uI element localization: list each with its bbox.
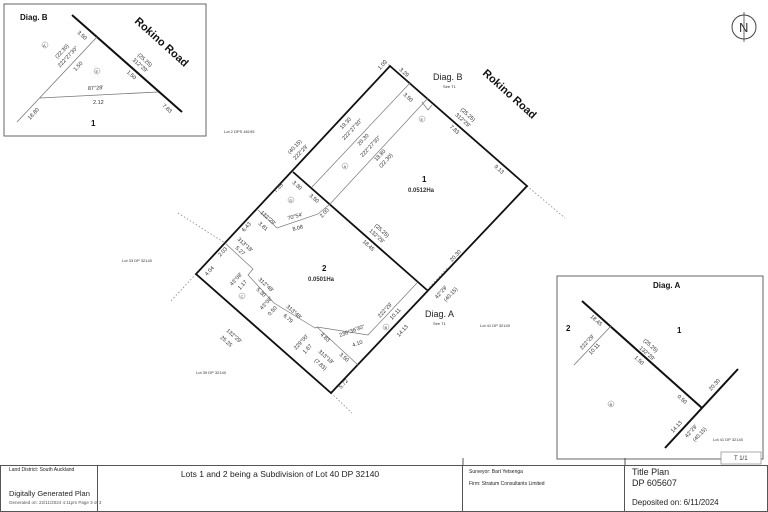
adjacent-lot: Lot 2 DPS 46195 [224,129,255,134]
dimension: 5.30 [255,287,267,299]
adjacent-lot: Lot 41 DP 32140 [713,437,744,442]
dimension: 7.83 [448,124,460,136]
lot-1-area: 0.0512Ha [408,188,435,194]
surveyor: Surveyor: Bart Yetsenga [469,469,523,475]
diag-b-title: Diag. B [20,13,48,22]
dimension: 18.45 [589,314,603,328]
generated-on: Generated on: 22/11/2024 4:11pm Page 3 o… [9,500,102,505]
dimension: 1.50 [73,61,85,73]
easement-label: D [290,198,293,203]
easement-label: E [421,117,424,122]
easement-label: C [241,294,244,299]
lot-2-area: 0.0501Ha [308,277,335,283]
dimension: 6.79 [282,313,294,325]
dimension: 5.72 [338,378,350,390]
adjacent-lot: Lot 33 DP 32140 [122,258,153,263]
adjacent-lot: Lot 39 DP 32140 [196,370,227,375]
survey-plan-drawing: Diag. B Rokino Road 3.50 (22.30) 222°27'… [3,3,764,465]
diag-b-inset: Diag. B Rokino Road 3.50 (22.30) 222°27'… [3,3,207,137]
dimension: 18.45 [361,239,375,253]
diag-a-inset: Diag. A 1 2 18.45 222°29' 10.11 (25.25) … [556,275,764,460]
dimension: 10.11 [588,343,601,357]
diag-b-see-note: See T1 [443,84,457,89]
plan-number: DP 605607 [632,478,677,488]
dimension: 4.04 [204,265,216,277]
dimension: 0.50 [676,394,688,406]
generated-title: Digitally Generated Plan [9,489,90,498]
plan-description: Lots 1 and 2 being a Subdivision of Lot … [180,469,380,479]
dimension: 1.67 [302,343,314,355]
dimension: 3.50 [402,92,414,104]
dimension: 20.30 [708,378,722,392]
dimension: 236°36'30" [339,324,366,339]
easement-markers: A B C D E [238,115,426,331]
dimension: 2.12 [93,100,104,106]
north-arrow-icon: N [731,12,757,42]
firm: Firm: Stratum Consultants Limited [469,481,545,487]
dimension: 7.35 [273,182,285,194]
dimension: 3.50 [76,30,88,42]
road-name: Rokino Road [480,67,538,121]
adjacent-lot: Lot 41 DP 32140 [480,323,511,328]
diag-b-reference: Diag. B [433,72,463,82]
dimension: 0.50 [267,305,279,317]
dimension: 14.13 [670,420,684,434]
lot-number: 1 [677,326,682,335]
easement-label: A [43,43,46,48]
dimension: 3.50 [308,193,320,205]
deposited-date: Deposited on: 6/11/2024 [632,498,719,507]
dimension: 1.50 [125,70,137,82]
main-plan: Rokino Road Diag. B See T1 Diag. A See T… [122,59,566,414]
easement-label: A [344,164,347,169]
dimension: 6.43 [241,221,253,233]
dimension: 1.00 [377,59,389,71]
dimension-labels: 1.00 3.29 19.30 222°27'30" 20.30 222°27'… [204,59,505,390]
diag-a-reference: Diag. A [425,309,454,319]
sheet-reference: T 1/1 [734,456,748,462]
dimension: 5.27 [234,245,246,257]
diag-a-see-note: See T1 [433,321,447,326]
dimension: 8.08 [292,224,304,233]
lot-number: 1 [91,119,96,128]
dimension: 4.10 [352,340,364,349]
plan-type: Title Plan [632,467,670,477]
dimension: 3.30 [291,180,303,192]
dimension: 4.83 [319,332,331,344]
title-block: Land District: South Auckland Digitally … [0,465,768,512]
dimension: 3.81 [257,221,269,233]
lot-2-number: 2 [322,264,327,273]
dimension: 3.29 [398,67,410,79]
dimension: 1.17 [237,279,249,291]
easement-label: B [385,325,388,330]
lot-1-number: 1 [422,175,427,184]
diag-a-title: Diag. A [653,281,680,290]
dimension: 2.00 [319,207,331,219]
land-district: Land District: South Auckland [9,467,75,473]
angle: 87°28' [88,85,104,92]
easement-label: B [610,402,613,407]
dimension: 2.03 [217,246,229,258]
lot-number: 2 [566,324,571,333]
dimension: 70°54' [287,212,304,222]
dimension: 3.50 [338,352,350,364]
easement-label: E [96,69,99,74]
dimension: 14.13 [396,324,410,338]
dimension: 1.50 [633,355,645,367]
dimension: 9.13 [493,164,505,176]
north-label: N [739,20,748,35]
dimension: 7.83 [161,103,173,115]
